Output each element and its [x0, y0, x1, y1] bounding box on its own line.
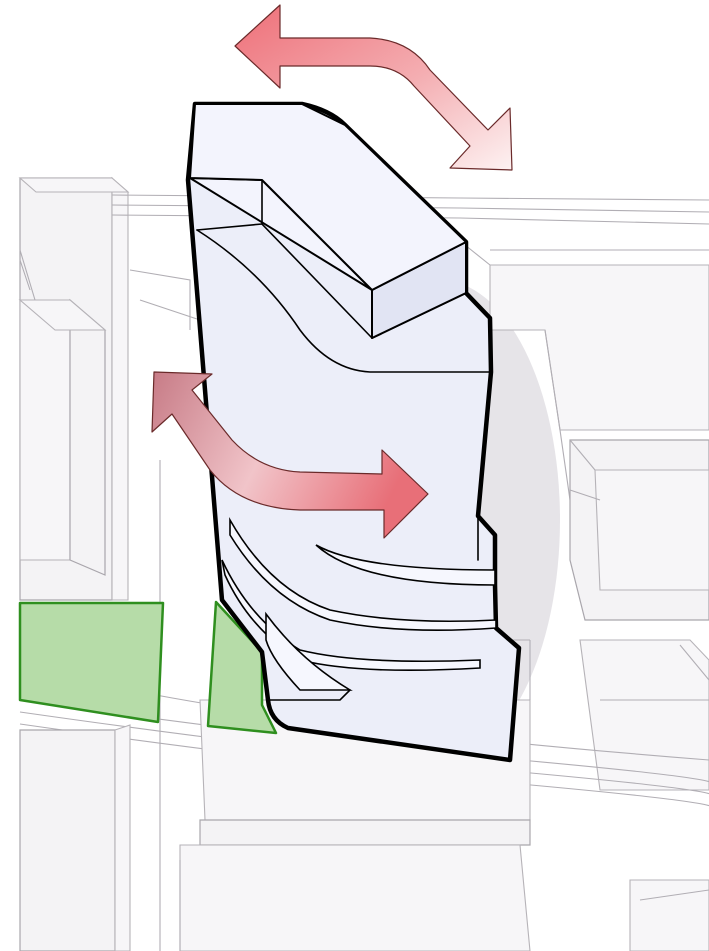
context-building-right-middle: [570, 440, 709, 620]
context-building-bottom-right: [630, 880, 709, 951]
green-space-left: [20, 603, 163, 722]
context-building-bottom: [180, 845, 530, 951]
